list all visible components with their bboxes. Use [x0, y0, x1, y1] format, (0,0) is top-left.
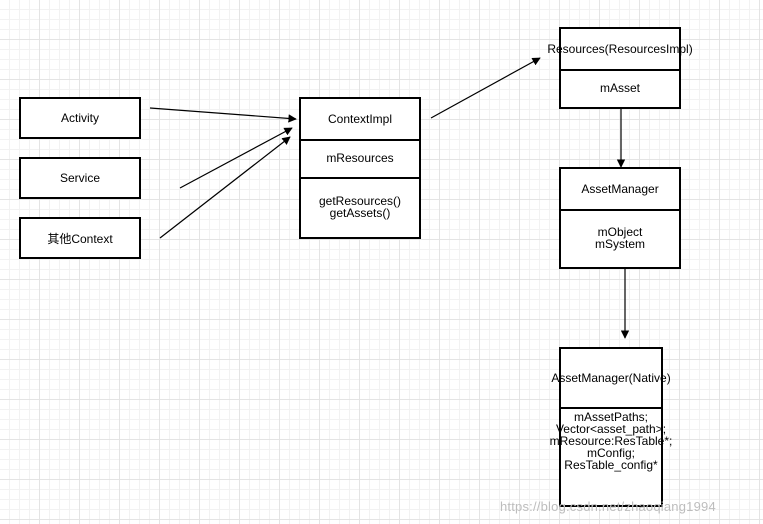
service-to-contextimpl-arrow: [179, 127, 293, 189]
asset-manager-title-section: AssetManager: [561, 169, 679, 211]
asset-manager-fields-section: mObject mSystem: [561, 209, 679, 267]
other-context-to-contextimpl-arrow: [159, 136, 291, 239]
context-impl-methods-section: getResources() getAssets(): [301, 177, 419, 237]
asset-manager-native-field: mConfig;: [586, 446, 636, 460]
asset-manager-native-title: AssetManager(Native): [551, 371, 671, 385]
asset-manager-native-field: Vector<asset_path>;: [555, 422, 667, 436]
other-context-label: 其他Context: [47, 231, 113, 246]
resources-field-section: mAsset: [561, 69, 679, 107]
context-impl-method: getResources(): [318, 194, 402, 208]
activity-to-contextimpl-arrow: [149, 107, 297, 123]
asset-manager-native-field: ResTable_config*: [564, 458, 658, 472]
resources-box: Resources(ResourcesImpl) mAsset: [547, 27, 693, 109]
context-impl-field-section: mResources: [301, 139, 419, 179]
watermark: https://blog.csdn.net/zhaoqiang1994: [500, 499, 716, 514]
context-impl-title: ContextImpl: [327, 112, 393, 126]
context-impl-method: getAssets(): [329, 206, 391, 220]
service-box: Service: [19, 157, 141, 199]
context-impl-field: mResources: [326, 151, 394, 165]
asset-manager-field: mSystem: [594, 237, 645, 251]
asset-manager-native-field: mAssetPaths;: [573, 410, 649, 424]
asset-manager-box: AssetManager mObject mSystem: [559, 167, 681, 269]
asset-manager-field: mObject: [597, 225, 643, 239]
context-impl-title-section: ContextImpl: [301, 99, 419, 141]
resources-title: Resources(ResourcesImpl): [547, 42, 693, 56]
context-impl-box: ContextImpl mResources getResources() ge…: [299, 97, 421, 239]
resources-title-section: Resources(ResourcesImpl): [547, 29, 693, 71]
activity-label: Activity: [60, 111, 99, 125]
asset-manager-native-box: AssetManager(Native) mAssetPaths; Vector…: [550, 347, 673, 507]
contextimpl-to-resources-arrow: [430, 57, 541, 119]
activity-box: Activity: [19, 97, 141, 139]
asset-manager-native-title-section: AssetManager(Native): [551, 349, 671, 409]
asset-manager-native-fields-section: mAssetPaths; Vector<asset_path>; mResour…: [550, 410, 673, 489]
other-context-box: 其他Context: [19, 217, 141, 259]
service-label: Service: [59, 171, 100, 185]
asset-manager-native-field: mResource:ResTable*;: [549, 434, 673, 448]
asset-manager-title: AssetManager: [581, 182, 659, 196]
resources-field: mAsset: [599, 81, 640, 95]
